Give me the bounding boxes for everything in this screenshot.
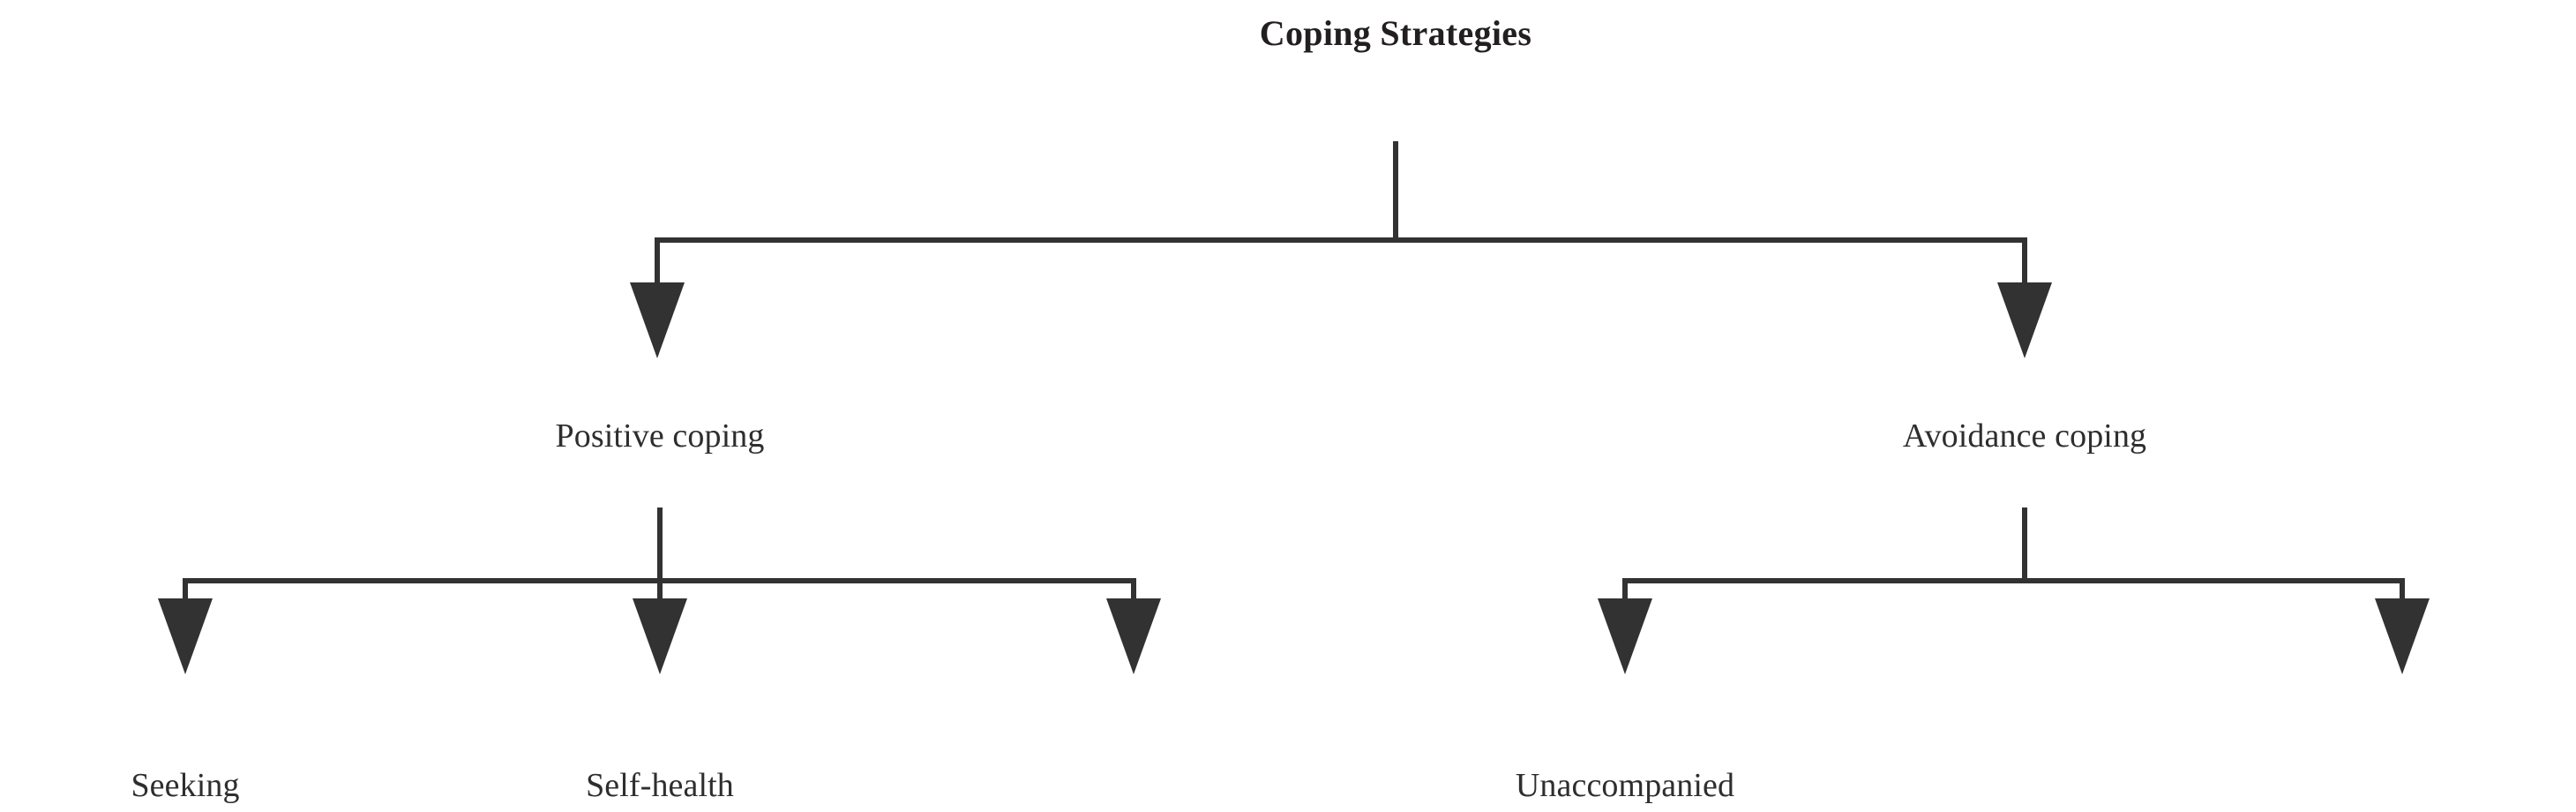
node-leaf-self-health-management[interactable]: Self-health management [483, 687, 836, 812]
arrowhead-spiritual-coping [1106, 598, 1161, 674]
node-branch-avoidance-coping[interactable]: Avoidance coping [1902, 417, 2147, 455]
leaf-line-1: Unaccompanied [1515, 766, 1735, 804]
node-leaf-seeking-medical-support[interactable]: Seeking medical support [9, 687, 362, 812]
leaf-line-1: Seeking [131, 766, 240, 804]
node-root-coping-strategies[interactable]: Coping Strategies [1259, 13, 1532, 53]
arrowhead-positive-coping [630, 282, 685, 358]
arrowhead-attention-shift [2375, 598, 2430, 674]
arrowhead-seeking-medical-support [158, 598, 213, 674]
arrowhead-avoidance-coping [1997, 282, 2052, 358]
arrowhead-unaccompanied-toleration [1598, 598, 1652, 674]
node-leaf-attention-shift[interactable]: Attention shift [2226, 687, 2576, 812]
leaf-line-1: Self-health [586, 766, 734, 804]
leaf-line-1: Spiritual coping [957, 806, 1310, 812]
leaf-line-1: Attention shift [2226, 806, 2576, 812]
node-branch-positive-coping[interactable]: Positive coping [555, 417, 765, 455]
arrowhead-self-health-management [633, 598, 687, 674]
node-leaf-spiritual-coping[interactable]: Spiritual coping [957, 687, 1310, 812]
node-leaf-unaccompanied-toleration[interactable]: Unaccompanied toleration [1440, 687, 1810, 812]
